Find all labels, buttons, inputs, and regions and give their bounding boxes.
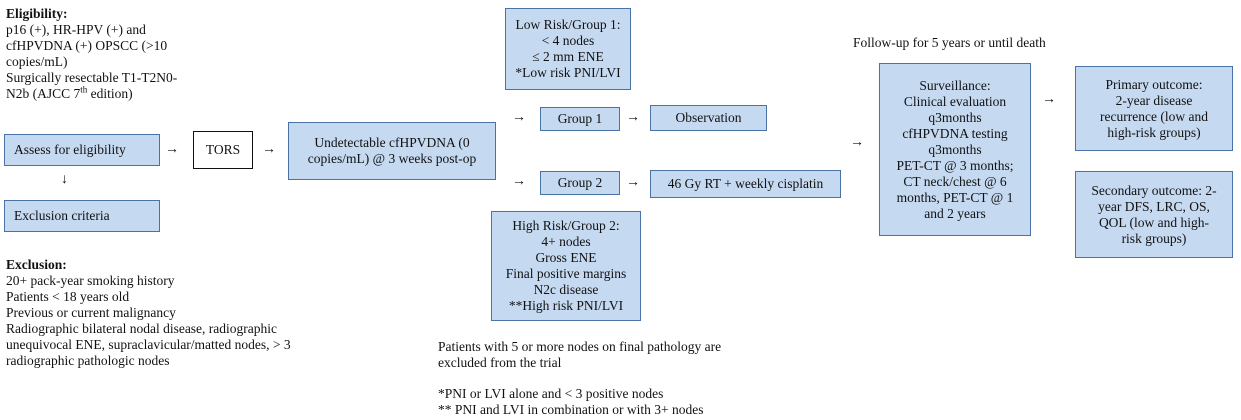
exclusion-line: unequivocal ENE, supraclavicular/matted … bbox=[6, 337, 291, 352]
surveillance-box: Surveillance: Clinical evaluation q3mont… bbox=[879, 63, 1031, 236]
arrow-to-surveillance: → bbox=[850, 135, 864, 150]
surveillance-line: and 2 years bbox=[924, 205, 986, 221]
footnote-high-risk: ** PNI and LVI in combination or with 3+… bbox=[438, 402, 704, 417]
group1-label: Group 1 bbox=[557, 111, 603, 126]
high-risk-line: Gross ENE bbox=[535, 250, 597, 265]
exclusion-text: Exclusion: 20+ pack-year smoking history… bbox=[6, 257, 366, 369]
footnote-low-risk: *PNI or LVI alone and < 3 positive nodes bbox=[438, 386, 664, 401]
group1-box: Group 1 bbox=[540, 107, 620, 131]
eligibility-text: Eligibility: p16 (+), HR-HPV (+) and cfH… bbox=[6, 6, 236, 102]
pathology-note-line: Patients with 5 or more nodes on final p… bbox=[438, 339, 722, 354]
surveillance-line: cfHPVDNA testing bbox=[902, 125, 1008, 141]
surveillance-line: Surveillance: bbox=[919, 77, 991, 93]
secondary-outcome-box: Secondary outcome: 2- year DFS, LRC, OS,… bbox=[1075, 171, 1233, 258]
pathology-note: Patients with 5 or more nodes on final p… bbox=[438, 339, 778, 371]
observation-label: Observation bbox=[675, 110, 742, 125]
exclusion-criteria-label: Exclusion criteria bbox=[14, 208, 110, 223]
undetectable-line: Undetectable cfHPVDNA (0 bbox=[314, 135, 470, 150]
secondary-outcome-line: risk groups) bbox=[1121, 230, 1187, 246]
rt-cisplatin-label: 46 Gy RT + weekly cisplatin bbox=[667, 176, 824, 191]
exclusion-line: Previous or current malignancy bbox=[6, 305, 176, 320]
exclusion-criteria-box: Exclusion criteria bbox=[4, 200, 160, 232]
secondary-outcome-line: QOL (low and high- bbox=[1098, 214, 1210, 230]
primary-outcome-box: Primary outcome: 2-year disease recurren… bbox=[1075, 66, 1233, 151]
tors-label: TORS bbox=[205, 142, 241, 157]
pathology-note-line: excluded from the trial bbox=[438, 355, 562, 370]
exclusion-heading: Exclusion: bbox=[6, 257, 67, 272]
primary-outcome-line: recurrence (low and bbox=[1100, 108, 1208, 124]
low-risk-box: Low Risk/Group 1: < 4 nodes ≤ 2 mm ENE *… bbox=[505, 8, 631, 90]
undetectable-line: copies/mL) @ 3 weeks post-op bbox=[307, 151, 477, 166]
eligibility-heading: Eligibility: bbox=[6, 6, 68, 21]
eligibility-line: p16 (+), HR-HPV (+) and bbox=[6, 22, 146, 37]
arrow-assess-to-tors: → bbox=[165, 142, 179, 157]
primary-outcome-line: Primary outcome: bbox=[1105, 76, 1203, 92]
exclusion-line: radiographic pathologic nodes bbox=[6, 353, 170, 368]
high-risk-line: **High risk PNI/LVI bbox=[508, 298, 624, 313]
undetectable-box: Undetectable cfHPVDNA (0 copies/mL) @ 3 … bbox=[288, 122, 496, 180]
surveillance-line: q3months bbox=[928, 109, 982, 125]
surveillance-line: PET-CT @ 3 months; bbox=[896, 157, 1014, 173]
arrow-to-primary-outcome: → bbox=[1042, 92, 1056, 107]
exclusion-line: Patients < 18 years old bbox=[6, 289, 130, 304]
assess-label: Assess for eligibility bbox=[14, 142, 126, 157]
arrow-to-group1: → bbox=[512, 110, 526, 125]
surveillance-line: CT neck/chest @ 6 bbox=[903, 173, 1007, 189]
high-risk-line: High Risk/Group 2: bbox=[512, 218, 620, 233]
arrow-group1-to-observation: → bbox=[626, 110, 640, 125]
group2-label: Group 2 bbox=[557, 175, 603, 190]
arrow-tors-to-undetectable: → bbox=[262, 142, 276, 157]
primary-outcome-line: 2-year disease bbox=[1115, 92, 1193, 108]
exclusion-line: Radiographic bilateral nodal disease, ra… bbox=[6, 321, 278, 336]
followup-label: Follow-up for 5 years or until death bbox=[853, 35, 1046, 50]
arrow-to-group2: → bbox=[512, 174, 526, 189]
surveillance-line: Clinical evaluation bbox=[903, 93, 1007, 109]
rt-cisplatin-box: 46 Gy RT + weekly cisplatin bbox=[650, 170, 841, 198]
secondary-outcome-line: Secondary outcome: 2- bbox=[1091, 182, 1217, 198]
low-risk-line: ≤ 2 mm ENE bbox=[532, 49, 604, 64]
low-risk-line: *Low risk PNI/LVI bbox=[515, 65, 621, 80]
high-risk-box: High Risk/Group 2: 4+ nodes Gross ENE Fi… bbox=[491, 211, 641, 321]
high-risk-line: N2c disease bbox=[533, 282, 599, 297]
low-risk-line: < 4 nodes bbox=[541, 33, 595, 48]
secondary-outcome-line: year DFS, LRC, OS, bbox=[1098, 198, 1210, 214]
low-risk-line: Low Risk/Group 1: bbox=[515, 17, 621, 32]
eligibility-line: Surgically resectable T1-T2N0- bbox=[6, 70, 178, 85]
eligibility-line: cfHPVDNA (+) OPSCC (>10 bbox=[6, 38, 168, 53]
surveillance-line: months, PET-CT @ 1 bbox=[896, 189, 1014, 205]
exclusion-line: 20+ pack-year smoking history bbox=[6, 273, 175, 288]
high-risk-line: Final positive margins bbox=[505, 266, 627, 281]
eligibility-line-last: N2b (AJCC 7th edition) bbox=[6, 84, 133, 101]
arrow-group2-to-rt: → bbox=[626, 175, 640, 190]
eligibility-line: copies/mL) bbox=[6, 54, 68, 69]
assess-eligibility-box: Assess for eligibility bbox=[4, 134, 160, 166]
surveillance-line: q3months bbox=[928, 141, 982, 157]
arrow-assess-to-exclusion: ↓ bbox=[61, 172, 68, 187]
tors-box: TORS bbox=[193, 131, 253, 169]
group2-box: Group 2 bbox=[540, 171, 620, 195]
high-risk-line: 4+ nodes bbox=[541, 234, 591, 249]
observation-box: Observation bbox=[650, 105, 767, 131]
primary-outcome-line: high-risk groups) bbox=[1107, 124, 1201, 140]
